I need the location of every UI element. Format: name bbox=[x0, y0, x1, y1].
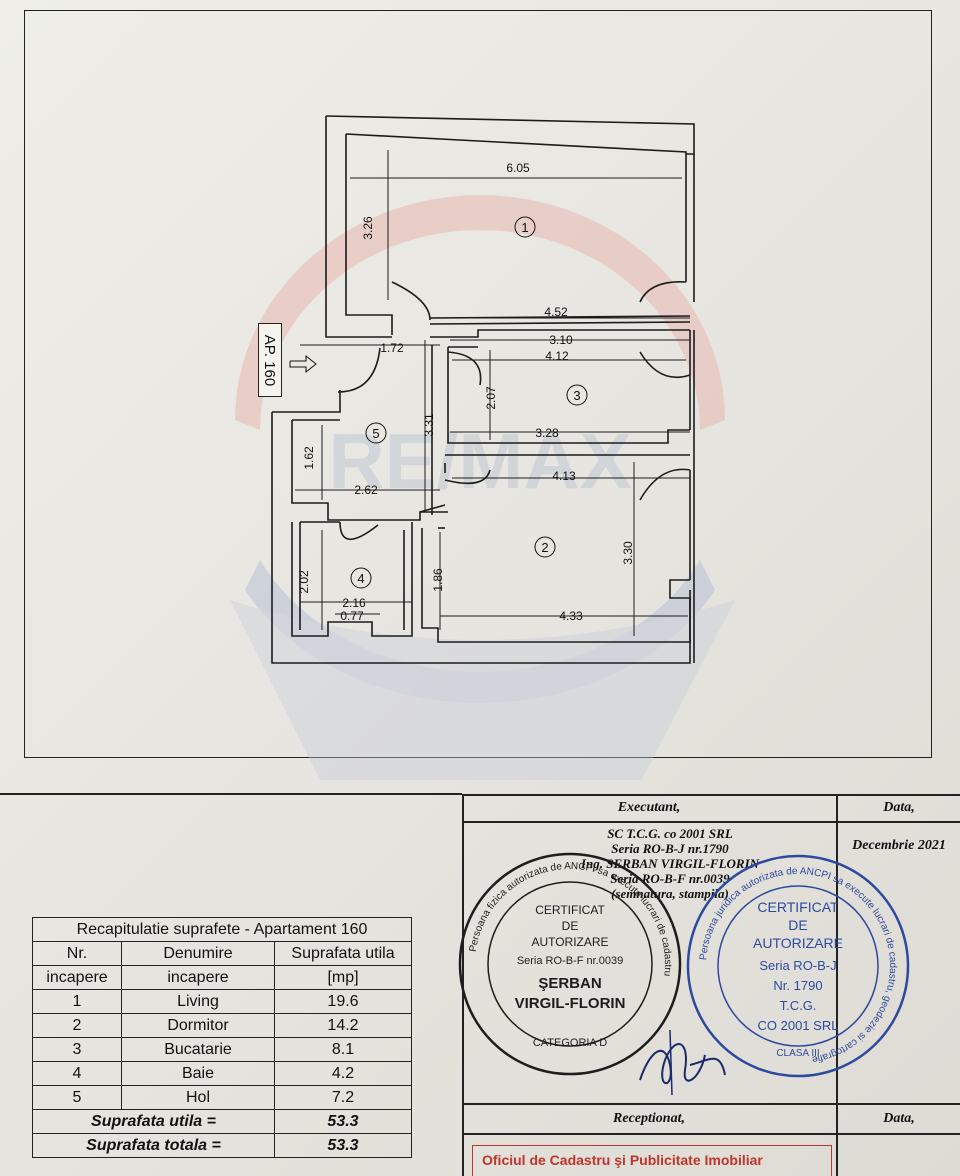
total-area-value: 53.3 bbox=[274, 1133, 412, 1158]
office-stamp-text: Oficiul de Cadastru şi Publicitate Imobi… bbox=[482, 1152, 763, 1168]
receptionat-header: Receptionat, bbox=[613, 1111, 685, 1126]
svg-text:3: 3 bbox=[573, 388, 580, 403]
svg-text:ŞERBAN: ŞERBAN bbox=[538, 975, 601, 992]
dim-3-31: 3.31 bbox=[422, 413, 436, 437]
col-area-header-1: Suprafata utila bbox=[274, 941, 412, 966]
apartment-label: AP. 160 bbox=[258, 323, 282, 397]
room-number-2: 2 bbox=[534, 536, 556, 558]
receptionat-date-header: Data, bbox=[883, 1111, 915, 1126]
executant-header-rule bbox=[462, 821, 960, 823]
svg-text:AUTORIZARE: AUTORIZARE bbox=[531, 935, 608, 949]
dim-4-33: 4.33 bbox=[559, 609, 583, 623]
entry-arrow-icon bbox=[289, 354, 317, 374]
svg-text:CERTIFICAT: CERTIFICAT bbox=[535, 903, 605, 917]
svg-text:Seria RO-B-F nr.0039: Seria RO-B-F nr.0039 bbox=[517, 955, 623, 967]
util-area-label: Suprafata utila = bbox=[32, 1109, 275, 1134]
svg-text:VIRGIL-FLORIN: VIRGIL-FLORIN bbox=[515, 995, 626, 1012]
date-column-divider bbox=[836, 794, 838, 1104]
dim-1-86: 1.86 bbox=[431, 568, 445, 592]
dim-3-28: 3.28 bbox=[535, 426, 559, 440]
total-area-label: Suprafata totala = bbox=[32, 1133, 275, 1158]
summary-table: Recapitulatie suprafete - Apartament 160… bbox=[32, 917, 412, 1158]
executant-header: Executant, bbox=[617, 800, 681, 815]
dim-2-62: 2.62 bbox=[354, 483, 378, 497]
col-nr-header-1: Nr. bbox=[32, 941, 122, 966]
col-nr-header-2: incapere bbox=[32, 965, 122, 990]
svg-text:CO 2001 SRL: CO 2001 SRL bbox=[758, 1018, 839, 1033]
room-number-4: 4 bbox=[350, 567, 372, 589]
svg-text:2: 2 bbox=[541, 540, 548, 555]
svg-text:DE: DE bbox=[562, 919, 579, 933]
svg-text:Seria RO-B-J: Seria RO-B-J bbox=[759, 958, 836, 973]
col-name-header-1: Denumire bbox=[121, 941, 275, 966]
svg-text:CLASA III: CLASA III bbox=[776, 1048, 819, 1059]
col-area-header-2: [mp] bbox=[274, 965, 412, 990]
executant-details: SC T.C.G. co 2001 SRL Seria RO-B-J nr.17… bbox=[580, 826, 760, 901]
tcg-company-stamp: Persoana juridica autorizata de ANCPI sa… bbox=[686, 854, 910, 1078]
floor-plan-drawing: RE/MAX bbox=[230, 115, 735, 780]
col-name-header-2: incapere bbox=[121, 965, 275, 990]
receptionat-date-divider bbox=[836, 1103, 838, 1176]
remax-watermark bbox=[230, 195, 735, 780]
handwritten-signature bbox=[639, 1029, 726, 1096]
svg-text:AUTORIZARE: AUTORIZARE bbox=[753, 935, 843, 951]
room-number-1: 1 bbox=[514, 216, 536, 238]
room-number-3: 3 bbox=[566, 384, 588, 406]
dim-4-13: 4.13 bbox=[552, 469, 576, 483]
receptionat-header-rule bbox=[462, 1133, 960, 1135]
dim-6-05: 6.05 bbox=[506, 161, 530, 175]
office-stamp-box bbox=[472, 1145, 832, 1176]
dim-2-07: 2.07 bbox=[484, 386, 498, 410]
executant-date-header: Data, bbox=[883, 800, 915, 815]
executant-date: Decembrie 2021 bbox=[852, 838, 946, 853]
svg-text:CATEGORIA D: CATEGORIA D bbox=[533, 1037, 607, 1049]
svg-text:CERTIFICAT: CERTIFICAT bbox=[757, 899, 839, 915]
bottom-left-divider bbox=[0, 793, 462, 795]
dim-2-16: 2.16 bbox=[342, 596, 366, 610]
svg-text:DE: DE bbox=[788, 917, 807, 933]
dim-1-72: 1.72 bbox=[380, 341, 404, 355]
dim-1-62: 1.62 bbox=[302, 446, 316, 470]
dim-4-52: 4.52 bbox=[544, 305, 568, 319]
svg-text:5: 5 bbox=[372, 426, 379, 441]
util-area-value: 53.3 bbox=[274, 1109, 412, 1134]
serban-stamp: Persoana fizica autorizata de ANCPI sa e… bbox=[458, 852, 682, 1076]
receptionat-top-rule bbox=[462, 1103, 960, 1105]
dim-3-30: 3.30 bbox=[621, 541, 635, 565]
dim-4-12: 4.12 bbox=[545, 349, 569, 363]
dim-3-26: 3.26 bbox=[361, 216, 375, 240]
svg-text:4: 4 bbox=[357, 571, 364, 586]
dim-0-77: 0.77 bbox=[340, 609, 364, 623]
room-number-5: 5 bbox=[365, 422, 387, 444]
svg-text:T.C.G.: T.C.G. bbox=[780, 998, 817, 1013]
floor-plan-frame bbox=[24, 10, 932, 758]
svg-text:Nr. 1790: Nr. 1790 bbox=[773, 978, 822, 993]
svg-text:1: 1 bbox=[521, 220, 528, 235]
dim-3-10: 3.10 bbox=[549, 333, 573, 347]
summary-title: Recapitulatie suprafete - Apartament 160 bbox=[32, 917, 412, 942]
dim-2-02: 2.02 bbox=[297, 570, 311, 594]
